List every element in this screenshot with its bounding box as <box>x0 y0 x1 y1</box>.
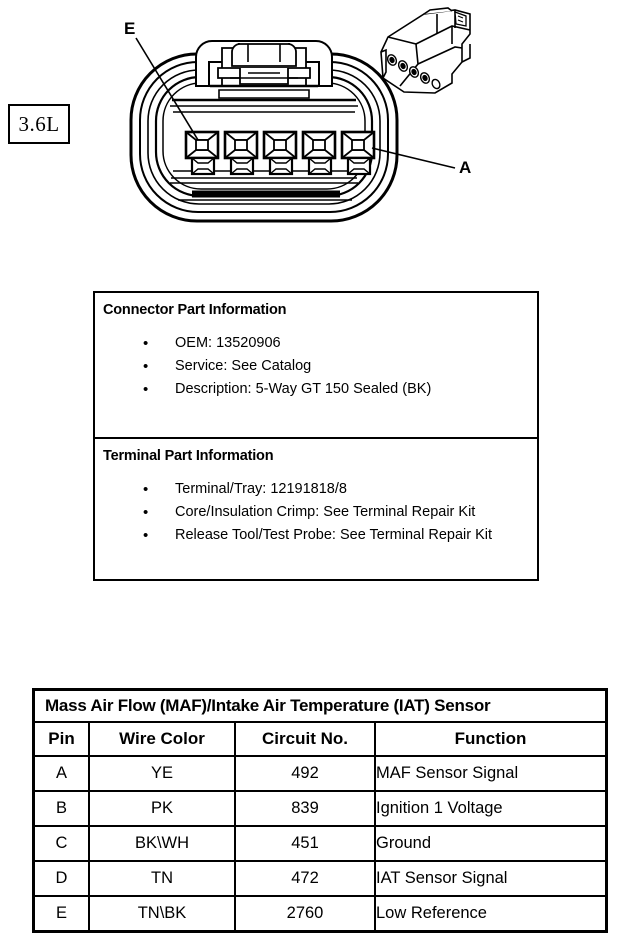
pin-assignment-table-container: Mass Air Flow (MAF)/Intake Air Temperatu… <box>32 688 608 933</box>
list-item-text: Core/Insulation Crimp: See Terminal Repa… <box>175 504 476 520</box>
list-item: • Terminal/Tray: 12191818/8 <box>103 478 533 501</box>
cell-circuit-no: 2760 <box>234 895 376 930</box>
pin-table-title: Mass Air Flow (MAF)/Intake Air Temperatu… <box>35 691 605 723</box>
terminal-cavity-a <box>340 130 376 176</box>
cell-function: MAF Sensor Signal <box>374 755 605 792</box>
connector-part-information-heading: Connector Part Information <box>103 302 287 318</box>
list-item: • Release Tool/Test Probe: See Terminal … <box>103 524 533 547</box>
cell-wire-color: YE <box>88 755 236 792</box>
connector-part-information-list: • OEM: 13520906 • Service: See Catalog •… <box>103 332 533 401</box>
list-item-text: Description: 5-Way GT 150 Sealed (BK) <box>175 381 432 397</box>
terminal-part-information-heading: Terminal Part Information <box>103 448 274 464</box>
list-item-text: Terminal/Tray: 12191818/8 <box>175 481 347 497</box>
column-header-wire-color: Wire Color <box>88 721 236 757</box>
pin-callout-label-a: A <box>459 158 472 177</box>
table-row: D TN 472 IAT Sensor Signal <box>35 860 605 897</box>
column-header-function: Function <box>374 721 605 757</box>
connector-end-view-illustration: E A <box>0 0 625 250</box>
cell-function: Ignition 1 Voltage <box>374 790 605 827</box>
engine-displacement-badge: 3.6L <box>8 104 70 144</box>
bullet-icon: • <box>143 504 149 521</box>
connector-body <box>129 37 456 223</box>
connector-latch-assembly <box>195 40 333 99</box>
cell-circuit-no: 839 <box>234 790 376 827</box>
table-header-row: Pin Wire Color Circuit No. Function <box>35 721 605 757</box>
pin-callout-label-e: E <box>124 19 136 38</box>
list-item-text: OEM: 13520906 <box>175 335 281 351</box>
list-item: • Service: See Catalog <box>103 355 533 378</box>
list-item: • Description: 5-Way GT 150 Sealed (BK) <box>103 378 533 401</box>
cell-pin: A <box>35 755 90 792</box>
table-row: A YE 492 MAF Sensor Signal <box>35 755 605 792</box>
terminal-cavity-e <box>184 130 220 176</box>
terminal-cavity-c <box>262 130 298 176</box>
bullet-icon: • <box>143 358 149 375</box>
column-header-circuit-no: Circuit No. <box>234 721 376 757</box>
cell-wire-color: PK <box>88 790 236 827</box>
table-title-row: Mass Air Flow (MAF)/Intake Air Temperatu… <box>35 691 605 723</box>
cell-pin: C <box>35 825 90 862</box>
cell-function: Low Reference <box>374 895 605 930</box>
list-item: • OEM: 13520906 <box>103 332 533 355</box>
terminal-cavity-d <box>223 130 259 176</box>
cell-circuit-no: 472 <box>234 860 376 897</box>
terminal-part-information-section: Terminal Part Information • Terminal/Tra… <box>95 439 537 579</box>
cell-wire-color: TN <box>88 860 236 897</box>
bullet-icon: • <box>143 481 149 498</box>
cell-pin: E <box>35 895 90 930</box>
cell-wire-color: TN\BK <box>88 895 236 930</box>
leader-line-a <box>371 147 456 169</box>
table-row: E TN\BK 2760 Low Reference <box>35 895 605 930</box>
cell-wire-color: BK\WH <box>88 825 236 862</box>
table-row: B PK 839 Ignition 1 Voltage <box>35 790 605 827</box>
pin-assignment-table: Mass Air Flow (MAF)/Intake Air Temperatu… <box>35 691 605 930</box>
cell-pin: B <box>35 790 90 827</box>
cell-circuit-no: 492 <box>234 755 376 792</box>
terminal-part-information-list: • Terminal/Tray: 12191818/8 • Core/Insul… <box>103 478 533 547</box>
list-item-text: Service: See Catalog <box>175 358 312 374</box>
terminal-cavity-b <box>301 130 337 176</box>
column-header-pin: Pin <box>35 721 90 757</box>
connector-part-information-section: Connector Part Information • OEM: 135209… <box>95 293 537 439</box>
list-item: • Core/Insulation Crimp: See Terminal Re… <box>103 501 533 524</box>
cell-function: IAT Sensor Signal <box>374 860 605 897</box>
connector-drawing-svg <box>129 7 471 223</box>
cell-function: Ground <box>374 825 605 862</box>
cell-pin: D <box>35 860 90 897</box>
bullet-icon: • <box>143 335 149 352</box>
engine-displacement-label: 3.6L <box>18 111 60 136</box>
part-information-panel: Connector Part Information • OEM: 135209… <box>93 291 539 581</box>
connector-isometric-inset <box>380 7 471 94</box>
cell-circuit-no: 451 <box>234 825 376 862</box>
leader-line-e <box>135 37 199 141</box>
terminal-cavity-group <box>184 130 376 176</box>
bullet-icon: • <box>143 381 149 398</box>
table-row: C BK\WH 451 Ground <box>35 825 605 862</box>
bullet-icon: • <box>143 527 149 544</box>
list-item-text: Release Tool/Test Probe: See Terminal Re… <box>175 527 493 543</box>
